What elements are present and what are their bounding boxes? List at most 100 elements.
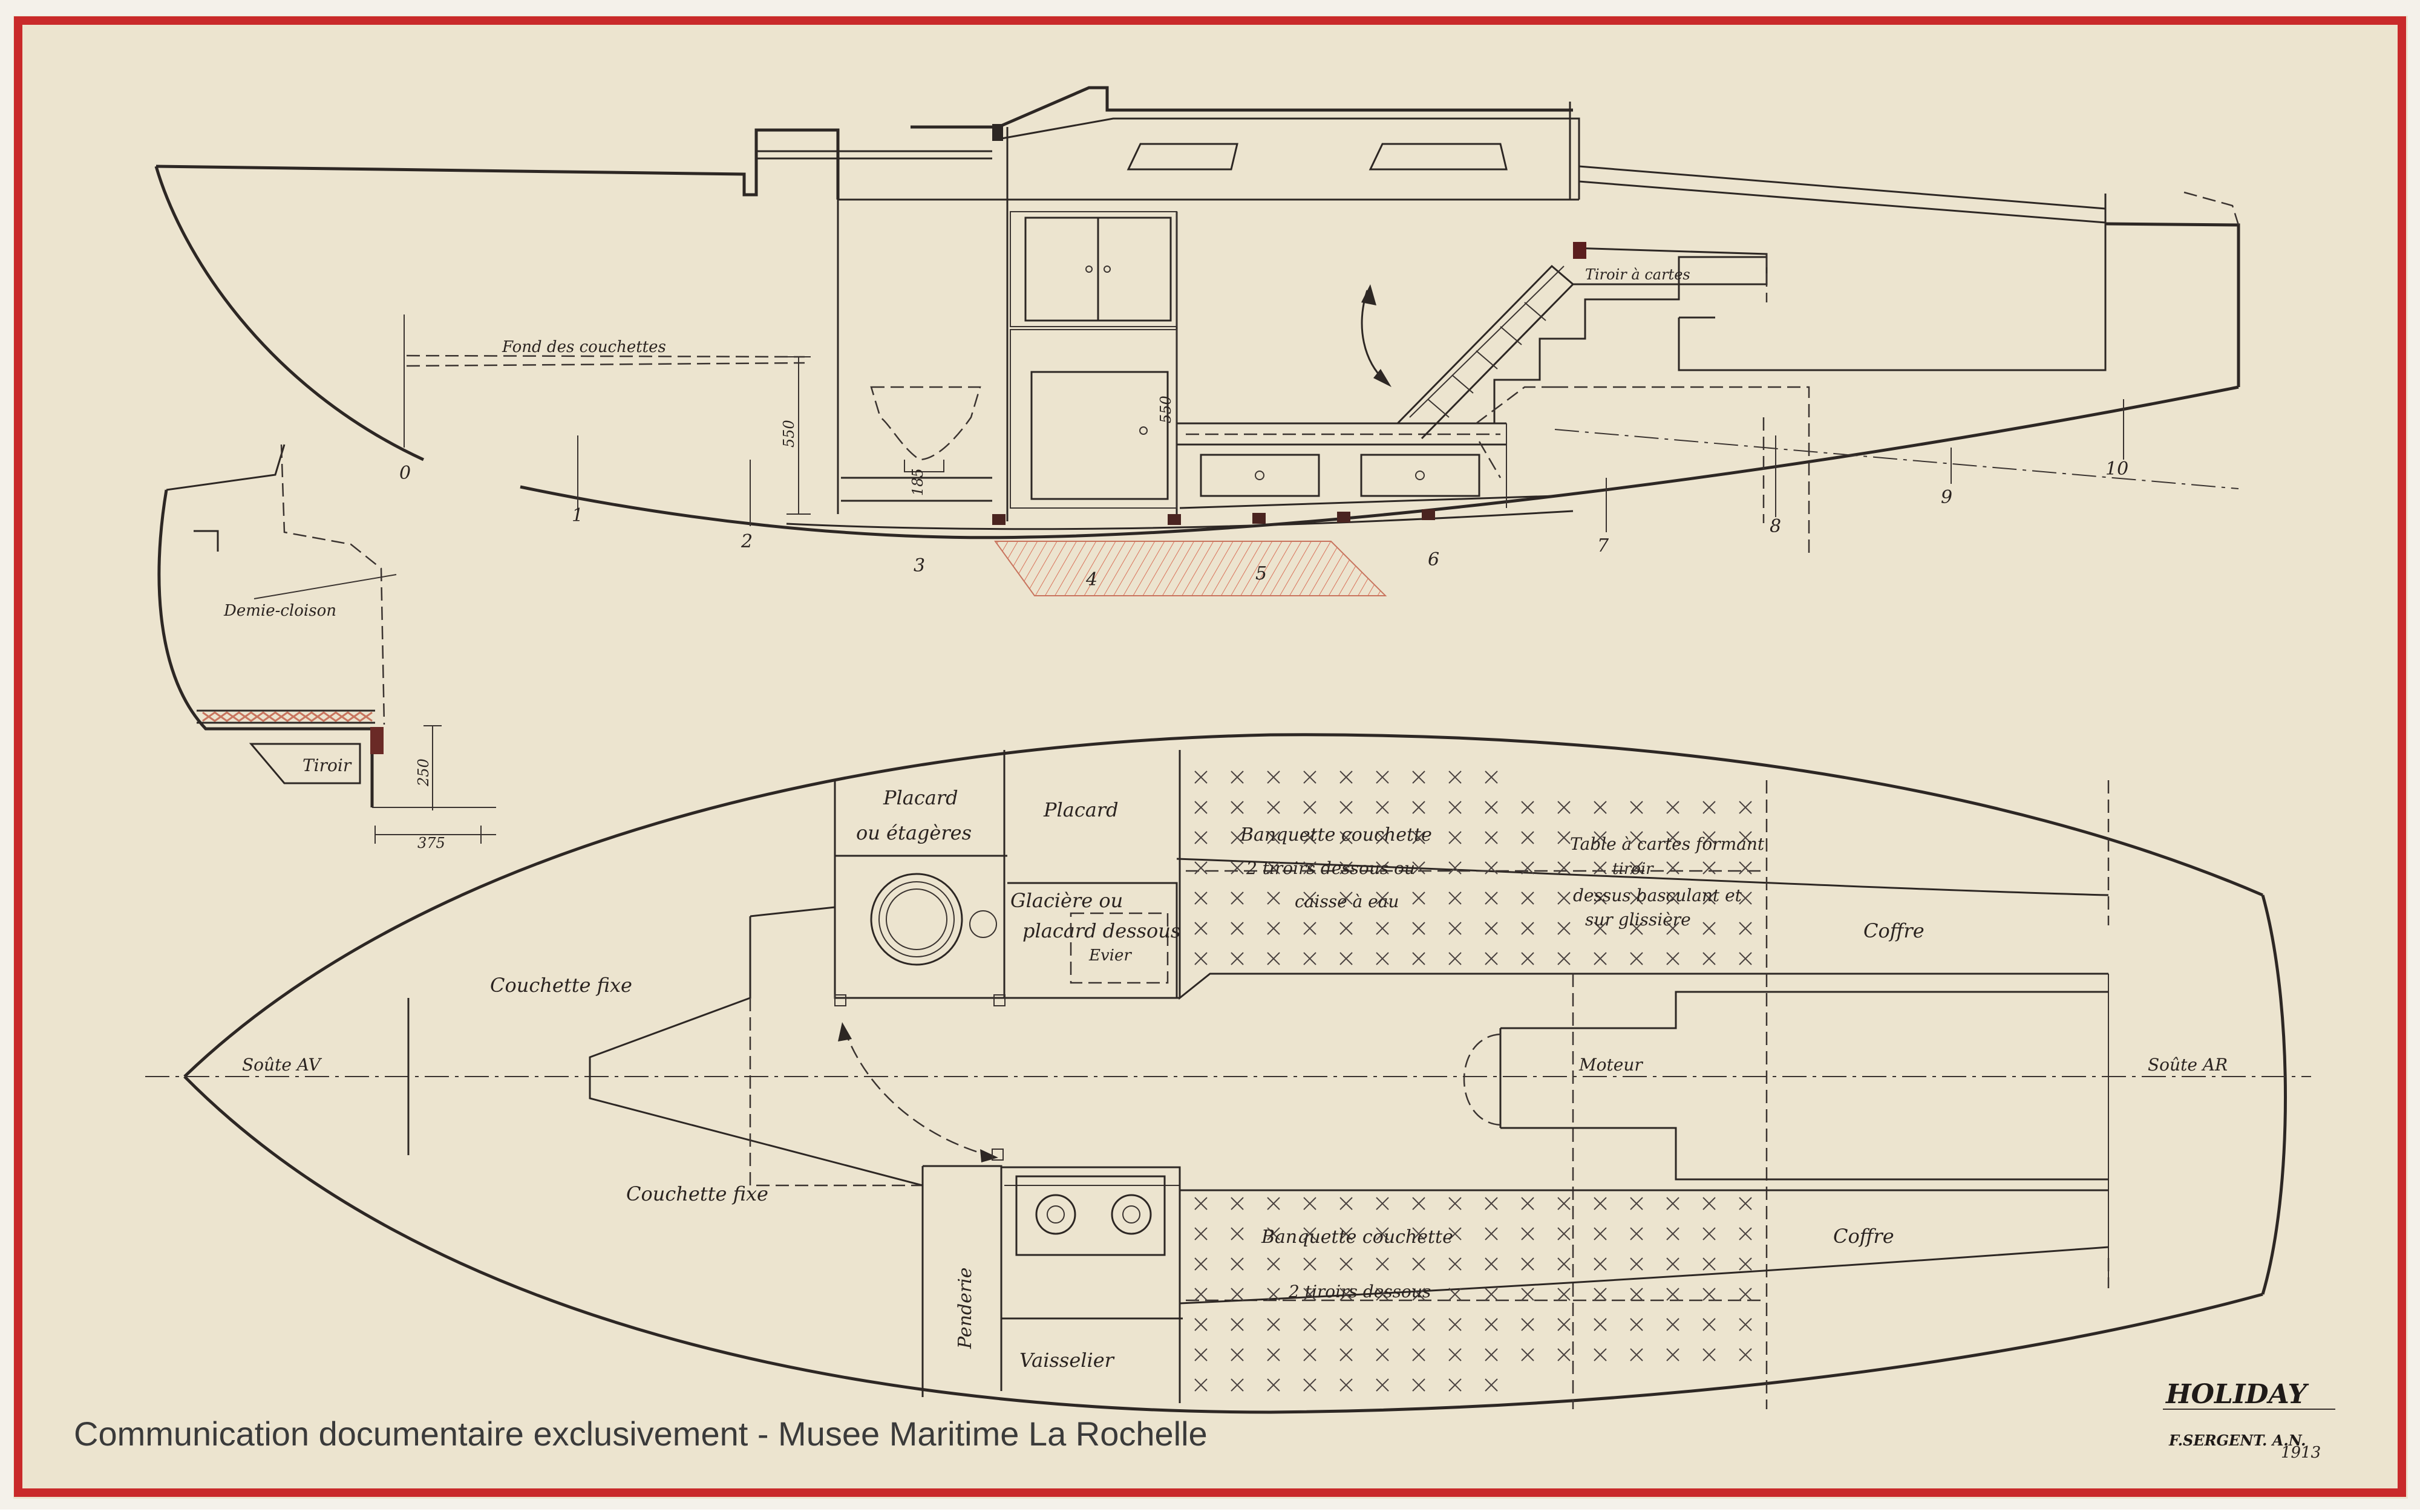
x-mark	[1412, 1257, 1425, 1271]
x-mark	[1521, 801, 1534, 814]
x-mark	[1448, 1378, 1462, 1392]
x-mark	[1267, 801, 1280, 814]
paper	[13, 16, 2408, 1499]
x-mark	[1485, 771, 1498, 784]
x-mark	[1594, 1227, 1607, 1240]
steps	[1493, 256, 1767, 423]
x-mark	[1376, 891, 1389, 905]
hull-bottom	[520, 385, 2239, 539]
x-mark	[1448, 891, 1462, 905]
porthole-1	[1127, 143, 1238, 171]
label-placard-etageres-2: ou étagères	[856, 821, 972, 844]
station-1: 1	[572, 505, 583, 526]
x-mark	[1231, 1197, 1244, 1210]
x-mark	[1303, 861, 1316, 875]
x-mark	[1702, 922, 1716, 935]
x-mark	[1339, 1257, 1353, 1271]
x-mark	[1666, 1288, 1679, 1301]
x-mark	[1666, 952, 1679, 965]
x-mark	[1630, 801, 1643, 814]
x-mark	[1339, 831, 1353, 844]
x-mark	[1194, 1288, 1208, 1301]
porthole-2	[1369, 143, 1508, 171]
label-table-cartes-3: dessus basculant et	[1573, 885, 1742, 905]
x-mark	[1303, 1227, 1316, 1240]
station-3: 3	[914, 555, 925, 576]
x-mark	[1557, 952, 1571, 965]
section-hatch	[202, 711, 373, 722]
x-mark	[1739, 922, 1752, 935]
x-mark	[1267, 861, 1280, 875]
x-mark	[1412, 861, 1425, 875]
label-evier: Evier	[1088, 947, 1132, 965]
x-mark	[1630, 831, 1643, 844]
x-mark	[1376, 1318, 1389, 1331]
x-mark	[1521, 1197, 1534, 1210]
label-couchette-fixe-bottom: Couchette fixe	[626, 1182, 768, 1205]
x-mark	[1485, 831, 1498, 844]
station-9: 9	[1941, 487, 1952, 508]
x-mark	[1412, 922, 1425, 935]
x-mark	[1630, 1197, 1643, 1210]
x-mark	[1303, 1318, 1316, 1331]
label-coffre-bottom: Coffre	[1833, 1225, 1894, 1248]
label-table-cartes-4: sur glissière	[1585, 910, 1691, 930]
x-mark	[1448, 771, 1462, 784]
x-mark	[1448, 952, 1462, 965]
x-mark	[1448, 1197, 1462, 1210]
x-mark	[1339, 922, 1353, 935]
x-mark	[1557, 1318, 1571, 1331]
x-mark	[1521, 1288, 1534, 1301]
x-mark	[1267, 922, 1280, 935]
x-mark	[1194, 1348, 1208, 1361]
x-mark	[1594, 861, 1607, 875]
label-table-cartes-2: tiroir	[1612, 860, 1654, 878]
x-mark	[1412, 891, 1425, 905]
x-mark	[1630, 922, 1643, 935]
chart-drawer	[1572, 247, 1768, 285]
x-mark	[1231, 891, 1244, 905]
label-tiroir-cartes: Tiroir à cartes	[1585, 266, 1690, 283]
x-mark	[1594, 801, 1607, 814]
plan-view	[145, 733, 2311, 1414]
x-mark	[1448, 801, 1462, 814]
annotations: Fond des couchettes Tiroir à cartes Demi…	[74, 266, 2335, 1462]
x-mark	[1448, 861, 1462, 875]
stove	[1015, 1175, 1166, 1256]
x-mark	[1194, 861, 1208, 875]
x-mark	[1412, 952, 1425, 965]
x-mark	[1267, 831, 1280, 844]
x-mark	[1594, 891, 1607, 905]
cabin-top	[911, 86, 1573, 129]
x-mark	[1702, 831, 1716, 844]
x-mark	[1630, 1288, 1643, 1301]
x-mark	[1448, 1257, 1462, 1271]
x-mark	[1376, 801, 1389, 814]
x-mark	[1739, 861, 1752, 875]
x-mark	[1666, 1318, 1679, 1331]
x-mark	[1521, 1348, 1534, 1361]
x-mark	[1194, 891, 1208, 905]
drawer-1	[1200, 454, 1320, 497]
x-mark	[1702, 1318, 1716, 1331]
x-mark	[1303, 771, 1316, 784]
x-mark	[1702, 1227, 1716, 1240]
x-mark	[1521, 922, 1534, 935]
label-coffre-top: Coffre	[1863, 919, 1925, 942]
x-mark	[1594, 1288, 1607, 1301]
x-mark	[1339, 861, 1353, 875]
x-mark	[1666, 831, 1679, 844]
x-mark	[1666, 1348, 1679, 1361]
toilet-plan	[870, 873, 963, 966]
x-mark	[1231, 861, 1244, 875]
x-mark	[1412, 1288, 1425, 1301]
label-couchette-fixe-top: Couchette fixe	[490, 974, 632, 997]
x-mark	[1303, 1197, 1316, 1210]
x-mark	[1376, 1197, 1389, 1210]
lower-cabinet	[1030, 371, 1169, 500]
x-mark	[1194, 1227, 1208, 1240]
x-mark	[1739, 891, 1752, 905]
x-mark	[1194, 771, 1208, 784]
label-banquette-top-3: caisse à eau	[1295, 891, 1399, 911]
